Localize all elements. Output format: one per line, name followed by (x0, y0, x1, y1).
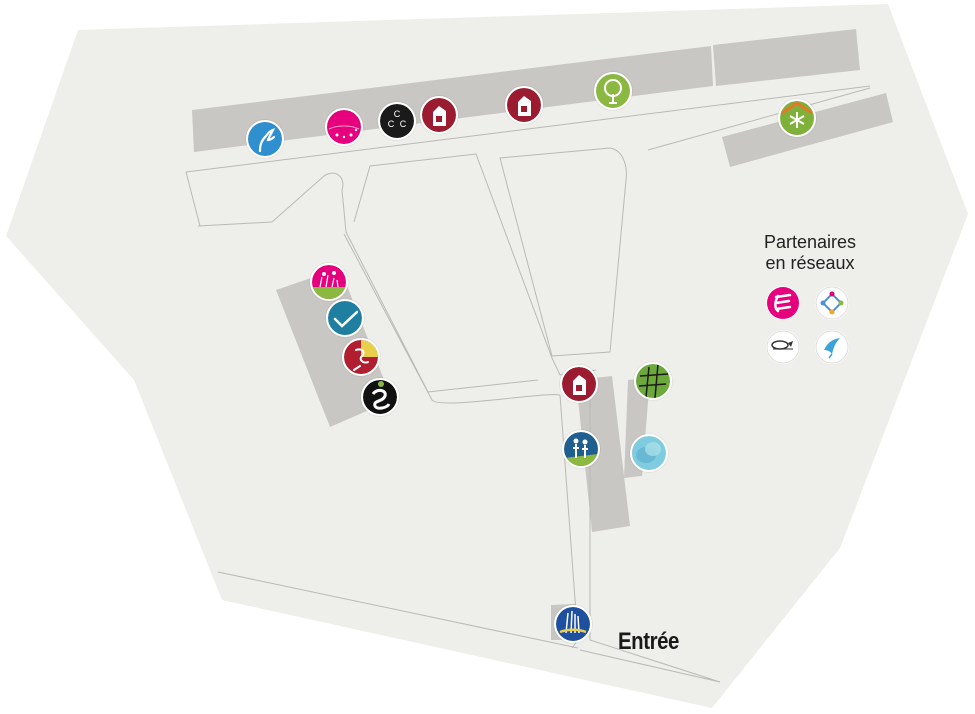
monochrome-society-seal-icon (766, 330, 800, 364)
svg-text:C: C (394, 109, 401, 119)
dark-red-house-icon (422, 98, 456, 132)
red-yellow-figure-icon (344, 340, 378, 374)
pin-blue-hand[interactable] (246, 120, 284, 158)
pin-green-snowflake-house[interactable] (778, 99, 816, 137)
ccc-letters-icon: C C C (380, 104, 414, 138)
building-north-east (713, 29, 860, 86)
reed-lake-icon (556, 607, 590, 641)
dark-red-house-icon (562, 367, 596, 401)
pin-red-house-3[interactable] (560, 365, 598, 403)
road-network (185, 85, 871, 683)
pin-red-yellow[interactable] (342, 338, 380, 376)
pin-green-hash[interactable] (634, 362, 672, 400)
pin-blue-people[interactable] (562, 430, 600, 468)
pink-e-logo-icon (767, 287, 799, 319)
partner-society[interactable] (766, 330, 800, 364)
pin-light-blue-blob[interactable] (630, 434, 668, 472)
pin-pink-flowers[interactable] (310, 263, 348, 301)
svg-text:C: C (400, 119, 407, 129)
pin-red-house-1[interactable] (420, 96, 458, 134)
colored-network-icon (815, 286, 849, 320)
people-icon (564, 432, 598, 466)
green-hash-icon (636, 364, 670, 398)
pin-blue-check[interactable] (326, 299, 364, 337)
pin-black-swirl[interactable] (361, 378, 399, 416)
legend-title-line1: Partenaires (763, 232, 857, 252)
dark-red-house-icon (507, 88, 541, 122)
black-swirl-icon (363, 380, 397, 414)
entrance-label: Entrée (618, 628, 679, 655)
snowflake-house-icon (780, 101, 814, 135)
ground-area (6, 4, 968, 708)
blue-bird-icon (815, 330, 849, 364)
pin-pink-stars[interactable] (325, 108, 363, 146)
hand-icon (248, 122, 282, 156)
building-north-long (192, 46, 713, 152)
pink-stars-icon (327, 110, 361, 144)
pin-green-tree[interactable] (594, 72, 632, 110)
light-blue-blob-icon (632, 436, 666, 470)
svg-text:C: C (388, 119, 395, 129)
partner-network[interactable] (815, 286, 849, 320)
partner-bird[interactable] (815, 330, 849, 364)
tree-icon (596, 74, 630, 108)
legend-title: Partenaires en réseaux (730, 232, 890, 274)
pink-flower-icon (312, 265, 346, 299)
pin-red-house-2[interactable] (505, 86, 543, 124)
pin-entrance-reeds[interactable] (554, 605, 592, 643)
teal-checkmark-icon (328, 301, 362, 335)
legend-title-line2: en réseaux (765, 253, 855, 273)
pin-black-ccc[interactable]: C C C (378, 102, 416, 140)
partner-pink-e[interactable] (766, 286, 800, 320)
